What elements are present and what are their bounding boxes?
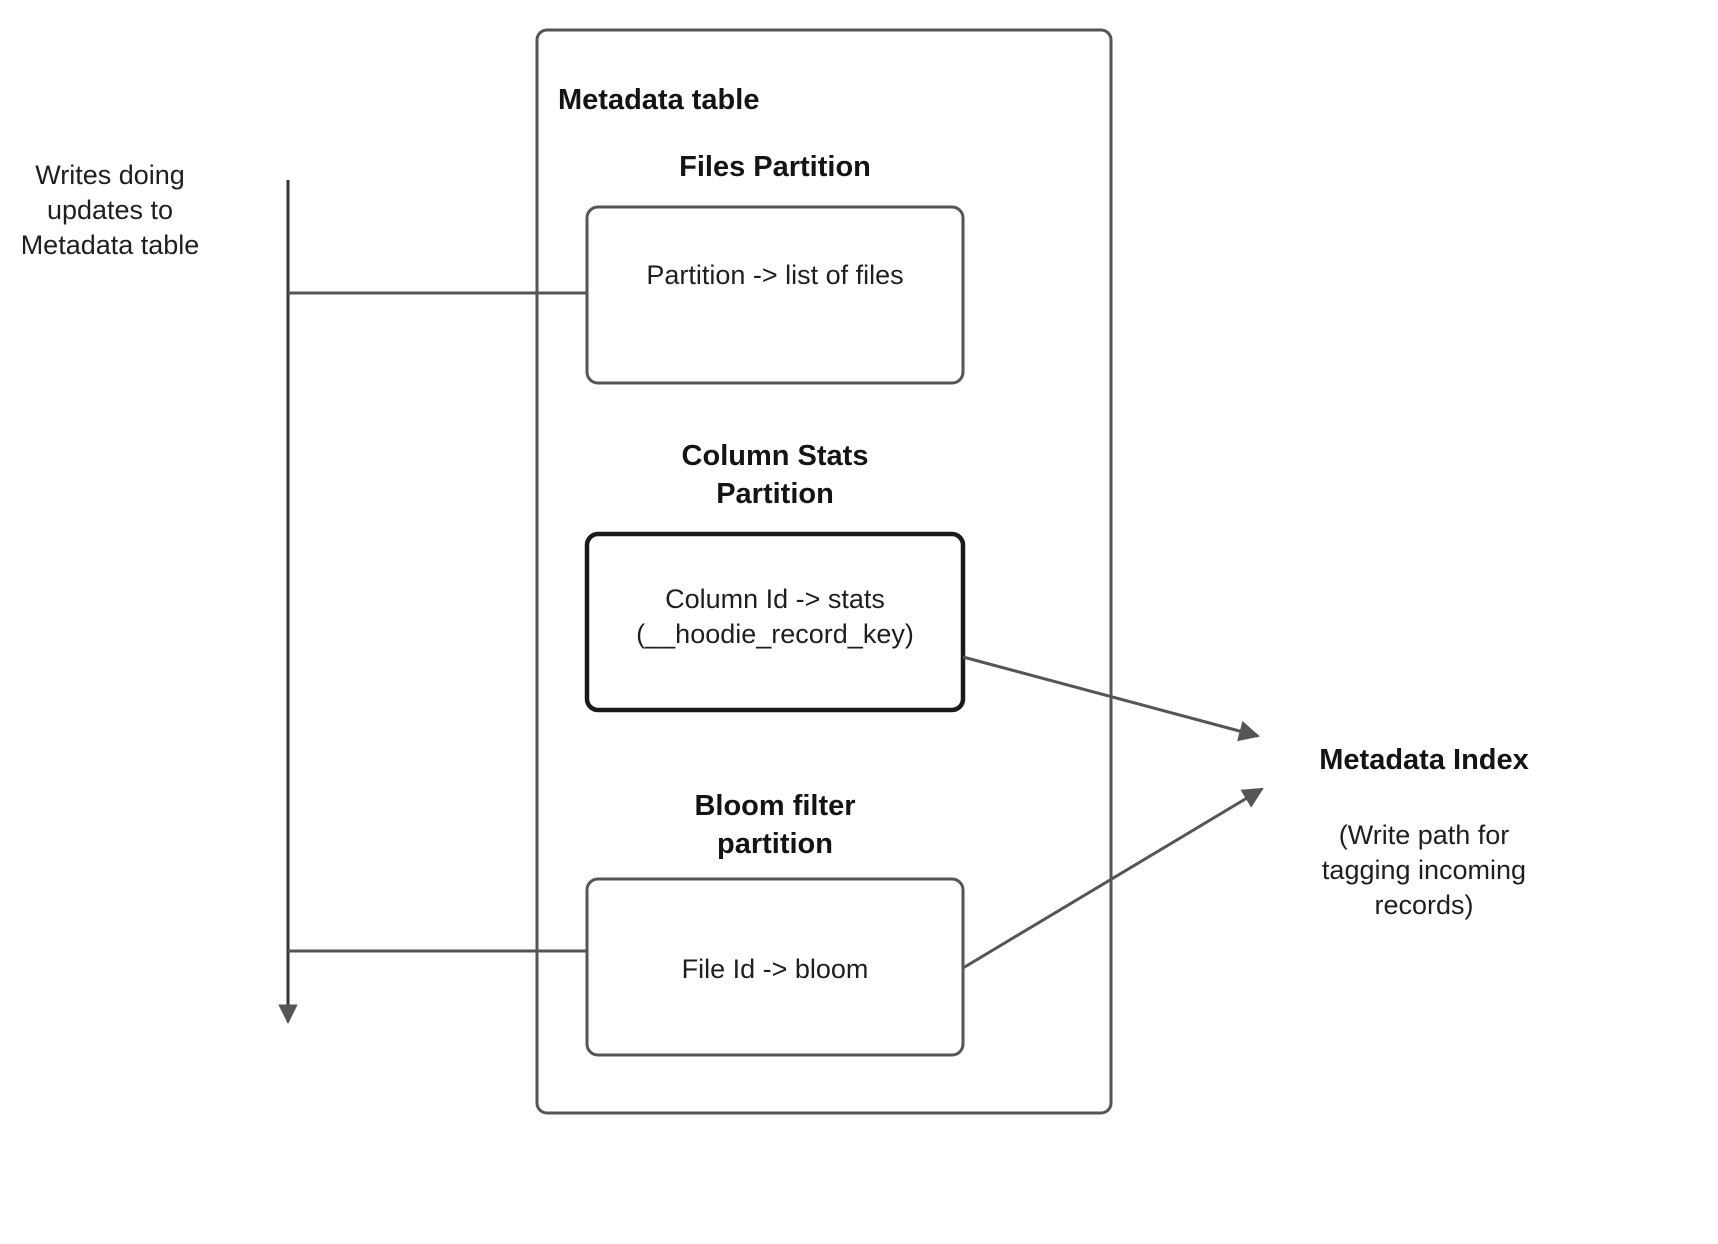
bloom-filter-partition-box-hit[interactable] bbox=[587, 879, 963, 1055]
metadata-table-title: Metadata table bbox=[558, 84, 760, 116]
writes-annotation-label: Writes doing updates to Metadata table bbox=[20, 160, 200, 261]
column-stats-partition-heading: Column Stats Partition bbox=[681, 440, 869, 510]
bloom-filter-partition-box-label: File Id -> bloom bbox=[681, 954, 869, 984]
column-stats-partition-box-label: Column Id -> stats (__hoodie_record_key) bbox=[636, 584, 914, 650]
files-partition-box-hit[interactable] bbox=[587, 207, 963, 383]
files-partition-box-label: Partition -> list of files bbox=[646, 260, 904, 290]
bloom-filter-to-index-arrow bbox=[962, 787, 1264, 970]
column-stats-to-index-arrow bbox=[962, 655, 1261, 742]
bloom-filter-partition-heading: Bloom filter partition bbox=[694, 790, 856, 860]
files-partition-heading: Files Partition bbox=[679, 151, 871, 183]
metadata-index-title: Metadata Index bbox=[1319, 744, 1529, 776]
metadata-index-subtitle: (Write path for tagging incoming records… bbox=[1321, 820, 1527, 921]
column-stats-partition-box-hit[interactable] bbox=[587, 534, 963, 710]
